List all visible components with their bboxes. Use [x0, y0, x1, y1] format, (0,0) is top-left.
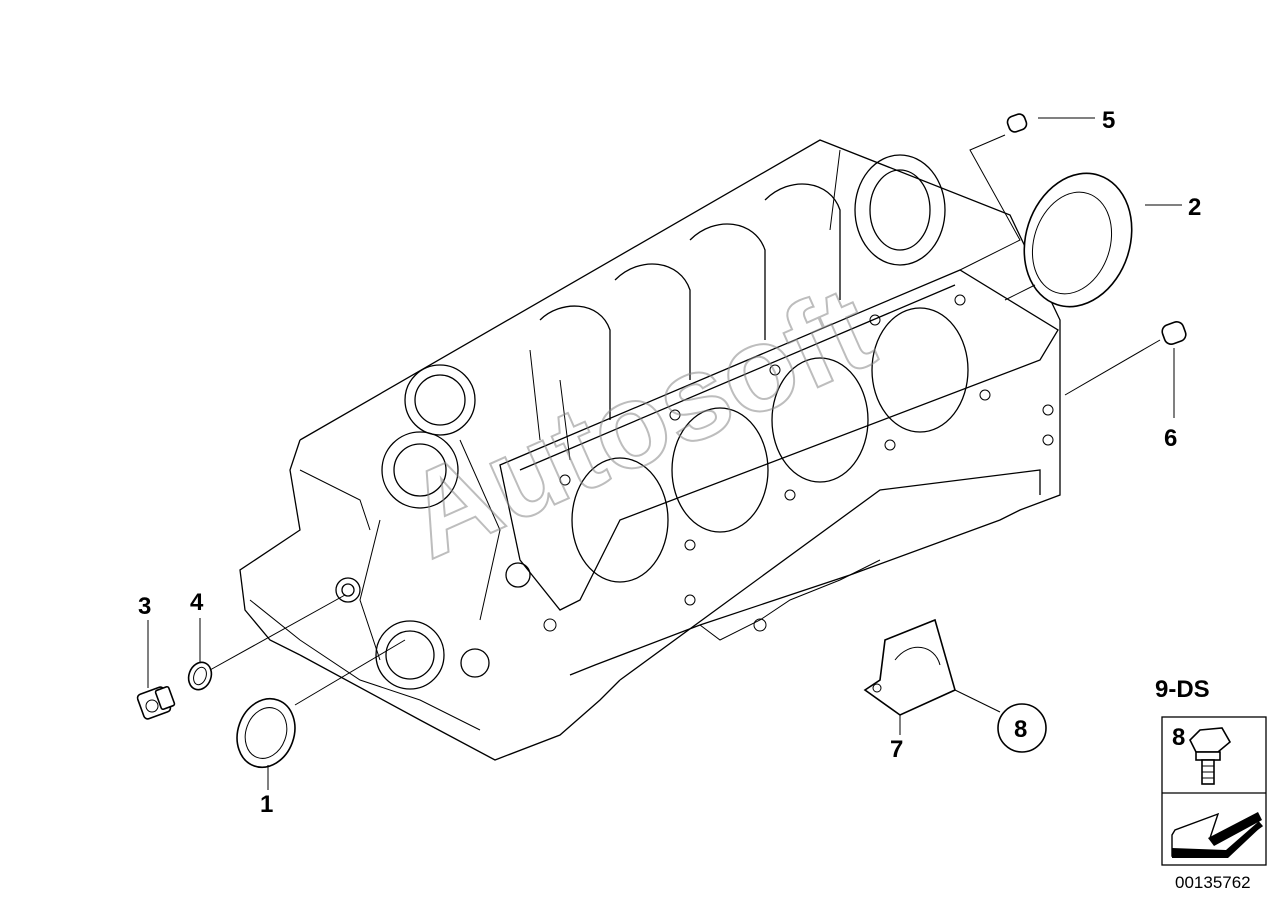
- callout-2: 2: [1188, 194, 1201, 221]
- kit-item-number: 8: [1172, 724, 1185, 751]
- part-4-gasket-ring: [187, 594, 346, 691]
- callout-6: 6: [1164, 425, 1177, 452]
- callout-7: 7: [890, 736, 903, 763]
- kit-box: [1161, 716, 1267, 866]
- callout-5: 5: [1102, 107, 1115, 134]
- part-3-screw-plug: [136, 620, 176, 720]
- callout-1: 1: [260, 791, 273, 818]
- diagram-number: 00135762: [1175, 873, 1251, 892]
- callout-3: 3: [138, 593, 151, 620]
- callout-8-circle: [997, 703, 1047, 753]
- part-5-dowel-sleeve: [959, 113, 1095, 271]
- callout-8: 8: [1014, 716, 1027, 743]
- engine-block: [239, 139, 1061, 761]
- kit-title: 9-DS: [1155, 676, 1210, 703]
- part-6-dowel-sleeve: [1064, 321, 1187, 418]
- callout-4: 4: [190, 589, 204, 616]
- part-7-bracket: [863, 618, 1001, 735]
- part-1-seal-ring: [236, 639, 406, 790]
- watermark: Autosoft: [386, 261, 891, 584]
- part-2-seal-ring: [1004, 172, 1182, 308]
